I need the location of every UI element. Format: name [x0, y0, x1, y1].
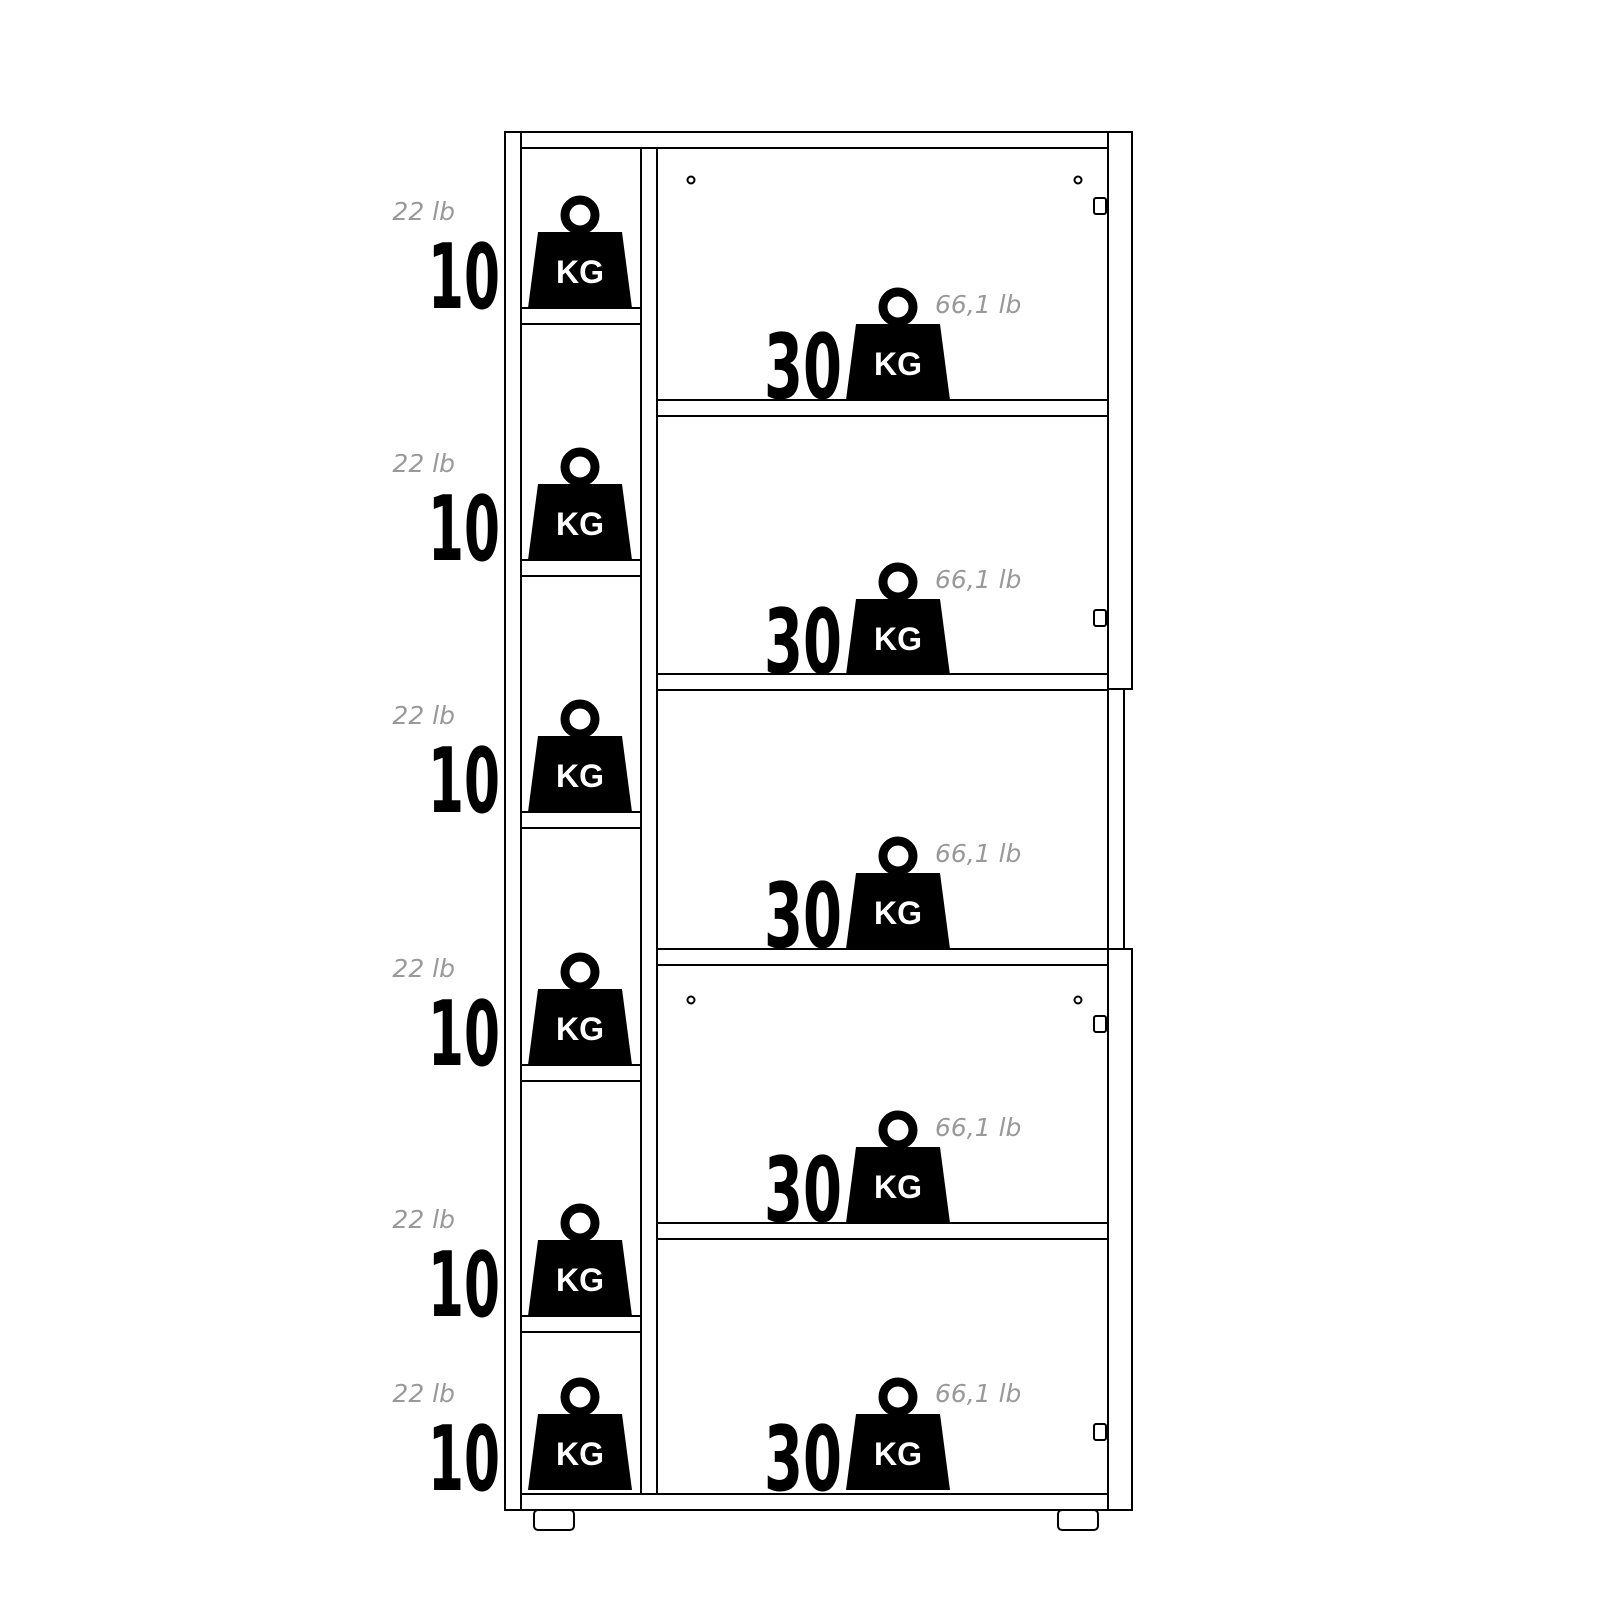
left-load-3: 22 lb 10 KG	[392, 699, 632, 834]
hinge-detail	[1093, 609, 1107, 627]
screw-hole	[686, 175, 696, 185]
left-shelf-1	[520, 307, 642, 325]
left-shelf-3	[520, 811, 642, 829]
lb-label: 22 lb	[392, 954, 455, 983]
kg-unit-label: KG	[556, 1436, 604, 1472]
lb-label: 22 lb	[392, 1379, 455, 1408]
kg-unit-label: KG	[874, 621, 922, 657]
hinge-detail	[1093, 197, 1107, 215]
screw-hole	[1073, 995, 1083, 1005]
lb-label: 22 lb	[392, 197, 455, 226]
right-load-5: 30 KG 66,1 lb	[764, 1377, 1021, 1512]
kg-number: 30	[764, 1407, 842, 1512]
kettlebell-weight-icon: KG	[846, 1377, 950, 1490]
kg-number: 10	[428, 1407, 500, 1512]
right-shelf-3	[656, 948, 1109, 966]
center-divider	[640, 147, 658, 1495]
kg-unit-label: KG	[874, 346, 922, 382]
kg-unit-label: KG	[556, 758, 604, 794]
right-side-panel-middle	[1107, 688, 1125, 950]
kettlebell-weight-icon: KG	[846, 836, 950, 949]
right-shelf-4	[656, 1222, 1109, 1240]
right-side-panel-lower	[1107, 948, 1133, 1511]
right-load-4: 30 KG 66,1 lb	[764, 1110, 1021, 1243]
kg-number: 10	[428, 225, 500, 330]
right-shelf-2	[656, 673, 1109, 691]
lb-label: 22 lb	[392, 449, 455, 478]
lb-label: 66,1 lb	[935, 839, 1021, 868]
kettlebell-weight-icon: KG	[846, 1110, 950, 1223]
left-shelf-2	[520, 559, 642, 577]
top-panel	[520, 131, 1109, 149]
kettlebell-weight-icon: KG	[528, 447, 632, 560]
foot-left	[533, 1509, 575, 1531]
kg-unit-label: KG	[556, 254, 604, 290]
left-shelf-4	[520, 1064, 642, 1082]
hinge-detail	[1093, 1423, 1107, 1441]
kg-unit-label: KG	[874, 1436, 922, 1472]
left-load-4: 22 lb 10 KG	[392, 952, 632, 1087]
kg-unit-label: KG	[556, 1262, 604, 1298]
kg-unit-label: KG	[556, 1011, 604, 1047]
left-side-panel	[504, 131, 522, 1511]
lb-label: 66,1 lb	[935, 565, 1021, 594]
lb-label: 22 lb	[392, 701, 455, 730]
kettlebell-weight-icon: KG	[528, 699, 632, 812]
kg-number: 10	[428, 982, 500, 1087]
kg-number: 30	[764, 315, 842, 420]
right-load-2: 30 KG 66,1 lb	[764, 562, 1021, 695]
cabinet-frame	[504, 131, 1133, 1531]
kettlebell-weight-icon: KG	[846, 287, 950, 400]
left-load-1: 22 lb 10 KG	[392, 195, 632, 330]
lb-label: 66,1 lb	[935, 1113, 1021, 1142]
left-load-5: 22 lb 10 KG	[392, 1203, 632, 1338]
right-side-panel-upper	[1107, 131, 1133, 690]
left-shelf-5	[520, 1315, 642, 1333]
kg-number: 10	[428, 477, 500, 582]
right-load-1: 30 KG 66,1 lb	[764, 287, 1021, 420]
hinge-detail	[1093, 1015, 1107, 1033]
kettlebell-weight-icon: KG	[528, 195, 632, 308]
left-column-loads: 22 lb 10 KG 22 lb 10 KG 22 lb 10 KG	[392, 195, 632, 1512]
screw-hole	[1073, 175, 1083, 185]
right-load-3: 30 KG 66,1 lb	[764, 836, 1021, 969]
left-load-6: 22 lb 10 KG	[392, 1377, 632, 1512]
right-shelf-1	[656, 399, 1109, 417]
kg-number: 30	[764, 590, 842, 695]
lb-label: 66,1 lb	[935, 290, 1021, 319]
lb-label: 22 lb	[392, 1205, 455, 1234]
kettlebell-weight-icon: KG	[528, 1377, 632, 1490]
kg-number: 10	[428, 729, 500, 834]
foot-right	[1057, 1509, 1099, 1531]
right-column-loads: 30 KG 66,1 lb 30 KG 66,1 lb 30 KG	[764, 287, 1021, 1512]
lb-label: 66,1 lb	[935, 1379, 1021, 1408]
left-load-2: 22 lb 10 KG	[392, 447, 632, 582]
kg-unit-label: KG	[556, 506, 604, 542]
kg-unit-label: KG	[874, 895, 922, 931]
screw-hole	[686, 995, 696, 1005]
kettlebell-weight-icon: KG	[528, 1203, 632, 1316]
kettlebell-weight-icon: KG	[528, 952, 632, 1065]
kg-unit-label: KG	[874, 1169, 922, 1205]
bottom-panel	[520, 1493, 1109, 1511]
kg-number: 30	[764, 864, 842, 969]
kettlebell-weight-icon: KG	[846, 562, 950, 675]
kg-number: 10	[428, 1233, 500, 1338]
kg-number: 30	[764, 1138, 842, 1243]
